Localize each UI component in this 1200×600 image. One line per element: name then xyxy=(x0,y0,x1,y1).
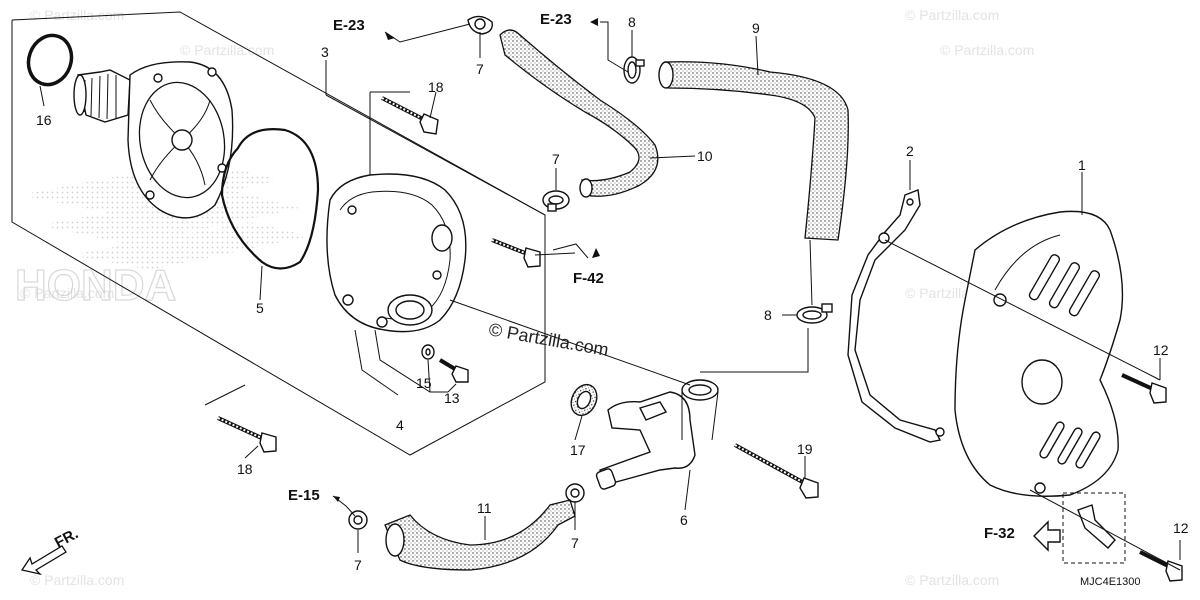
bolt-12-upper xyxy=(1121,373,1167,404)
leader-lines xyxy=(39,21,1181,571)
callout-9: 9 xyxy=(752,20,760,36)
callout-3: 3 xyxy=(321,44,329,60)
exploded-view-outline xyxy=(11,11,546,456)
callout-13: 13 xyxy=(444,390,460,406)
part-2-bracket xyxy=(847,189,945,443)
water-pump-cover xyxy=(326,173,467,333)
watermarks: © Partzilla.com © Partzilla.com © Partzi… xyxy=(20,7,1034,588)
callout-1: 1 xyxy=(1078,157,1086,173)
callout-7-bottom: 7 xyxy=(354,557,362,573)
ref-f42: F-42 xyxy=(573,270,604,287)
callout-7-lower: 7 xyxy=(571,535,579,551)
part-17-o-ring xyxy=(570,383,598,417)
callout-4: 4 xyxy=(396,417,404,433)
reference-arrows xyxy=(333,18,600,502)
diagram-code: MJC4E1300 xyxy=(1080,576,1141,588)
clamp-8-top xyxy=(623,56,645,84)
washer-15 xyxy=(421,344,435,360)
callout-7-top: 7 xyxy=(476,61,484,77)
svg-text:© Partzilla.com: © Partzilla.com xyxy=(940,42,1034,58)
f42-arrow-icon xyxy=(592,248,600,258)
svg-text:© Partzilla.com: © Partzilla.com xyxy=(905,7,999,23)
callout-8-mid: 8 xyxy=(764,307,772,323)
callout-2: 2 xyxy=(906,143,914,159)
ref-e23-right: E-23 xyxy=(540,11,572,28)
callout-15: 15 xyxy=(416,375,432,391)
callout-19: 19 xyxy=(797,441,813,457)
f32-detail-box xyxy=(1062,492,1126,564)
bolt-18-lower xyxy=(217,416,277,453)
fr-label: FR. xyxy=(52,525,81,551)
callout-16: 16 xyxy=(36,112,52,128)
callout-18-lower: 18 xyxy=(237,461,253,477)
center-watermark: © Partzilla.com xyxy=(487,319,610,360)
hose-9 xyxy=(658,61,849,241)
callout-8-top: 8 xyxy=(628,14,636,30)
hose-10 xyxy=(499,29,659,198)
water-pump-impeller xyxy=(73,61,234,219)
ref-f32: F-32 xyxy=(984,525,1015,542)
part-5-gasket xyxy=(220,128,320,270)
callout-12-upper: 12 xyxy=(1153,342,1169,358)
svg-text:© Partzilla.com: © Partzilla.com xyxy=(30,572,124,588)
front-direction-arrow: FR. xyxy=(20,525,81,576)
svg-text:© Partzilla.com: © Partzilla.com xyxy=(30,7,124,23)
bolt-13 xyxy=(438,358,469,383)
part-16-o-ring xyxy=(26,33,74,87)
bolt-19 xyxy=(734,443,819,499)
bolt-12-lower xyxy=(1139,550,1183,582)
ref-e23-left: E-23 xyxy=(333,17,365,34)
callout-7-mid: 7 xyxy=(552,151,560,167)
callout-5: 5 xyxy=(256,300,264,316)
part-6-water-pipe xyxy=(595,379,719,490)
clamp-7-top xyxy=(467,15,493,35)
svg-text:© Partzilla.com: © Partzilla.com xyxy=(20,285,114,301)
clamp-7-lower xyxy=(565,483,585,503)
e23-left-arrow-icon xyxy=(385,32,395,40)
bolt-14 xyxy=(491,238,541,268)
svg-text:© Partzilla.com: © Partzilla.com xyxy=(180,42,274,58)
callout-18-upper: 18 xyxy=(428,79,444,95)
callout-17: 17 xyxy=(570,442,586,458)
svg-text:HONDA: HONDA xyxy=(15,261,176,310)
ref-e15: E-15 xyxy=(288,487,320,504)
bolt-18-upper xyxy=(381,96,439,135)
callout-10: 10 xyxy=(697,148,713,164)
callout-11: 11 xyxy=(477,500,492,516)
part-1-cover xyxy=(954,210,1124,497)
callout-6: 6 xyxy=(680,512,688,528)
clamp-7-mid xyxy=(542,190,570,212)
svg-text:© Partzilla.com: © Partzilla.com xyxy=(905,572,999,588)
clamp-8-mid xyxy=(796,303,833,324)
e23-right-arrow-icon xyxy=(590,18,598,26)
e15-arrow-icon xyxy=(333,496,340,502)
clamp-7-bottom xyxy=(348,510,368,530)
f32-arrow-icon xyxy=(1033,520,1061,552)
callout-12-lower: 12 xyxy=(1173,520,1189,536)
